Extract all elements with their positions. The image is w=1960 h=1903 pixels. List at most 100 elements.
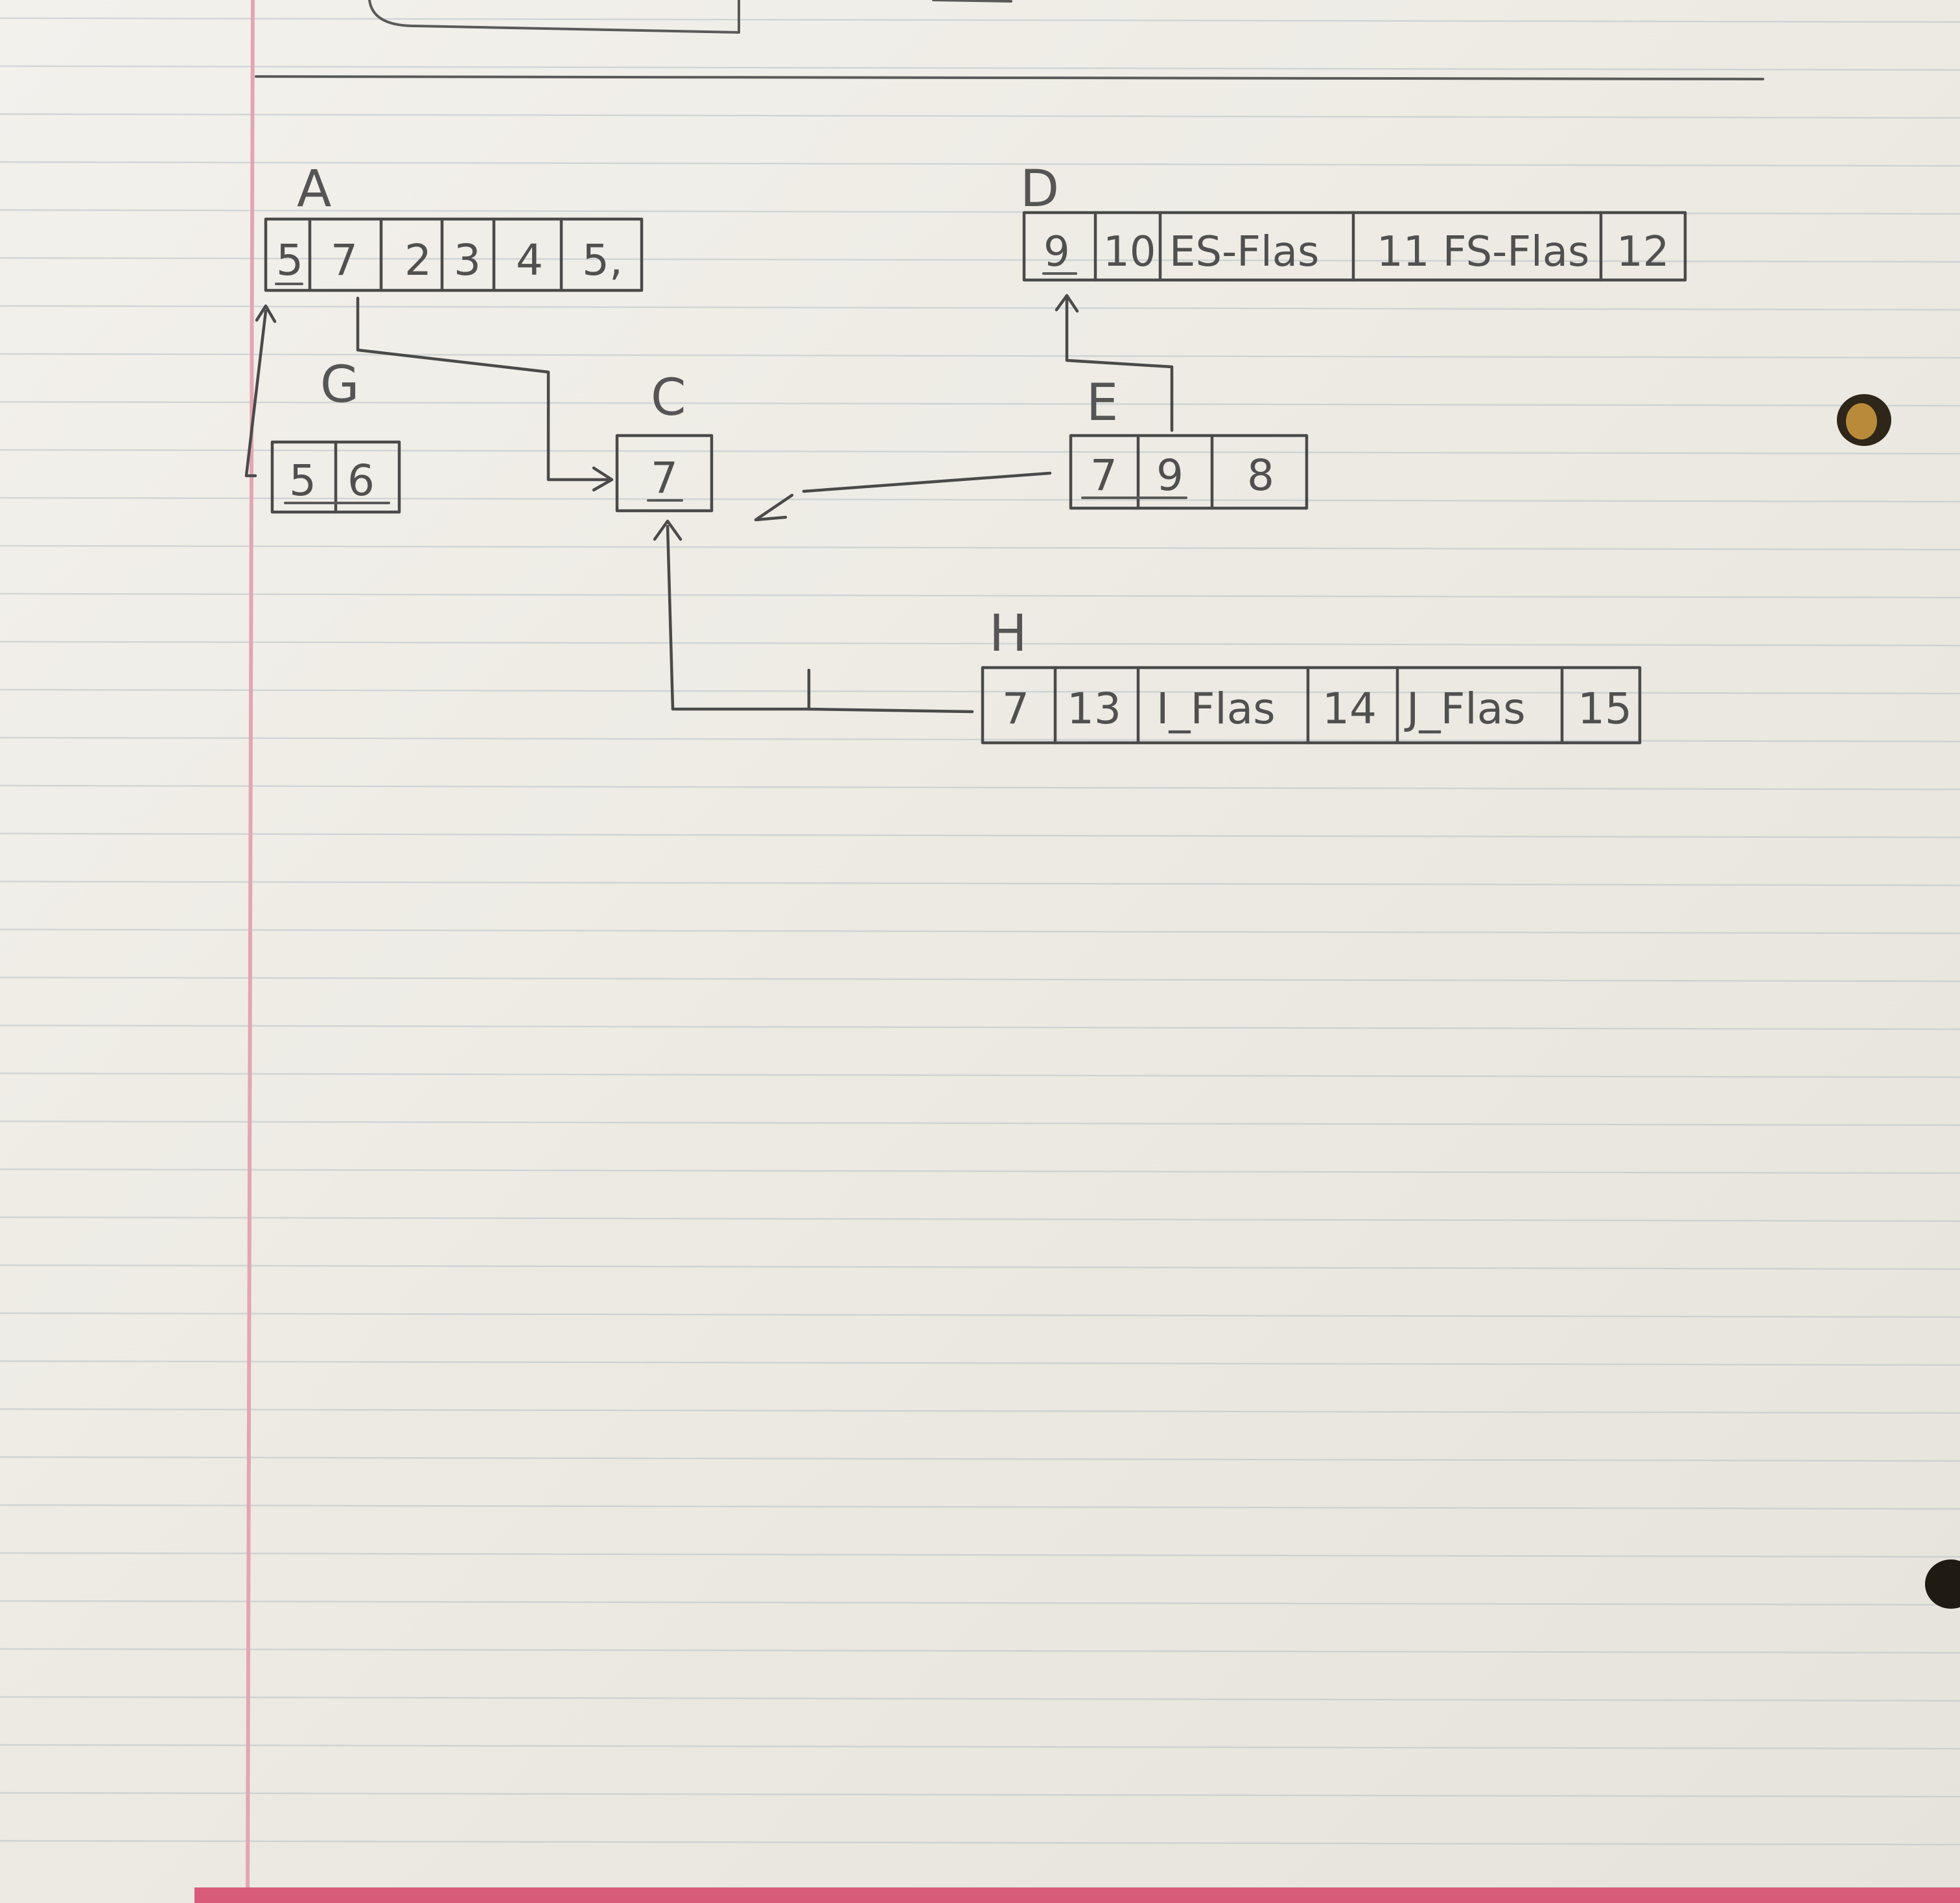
rule-line <box>0 1264 1960 1270</box>
partial-drawing <box>368 0 740 34</box>
bottom-edge <box>194 1887 1960 1903</box>
arrowhead <box>754 493 794 522</box>
rule-line <box>0 1312 1960 1318</box>
edge-H-to-C <box>653 519 974 714</box>
cell-text: 5, <box>582 235 623 285</box>
rule-line <box>0 353 1960 359</box>
rule-line <box>0 1408 1960 1414</box>
edge-line <box>356 296 611 482</box>
rule-line <box>0 1216 1960 1222</box>
rule-line <box>0 17 1960 23</box>
rule-line <box>0 1456 1960 1462</box>
cell-text: 7 <box>1002 684 1029 734</box>
cell-text: 6 <box>347 456 375 506</box>
cell-text: 14 <box>1322 684 1377 734</box>
rule-line <box>0 401 1960 407</box>
rule-line <box>0 736 1960 743</box>
node-box <box>1069 434 1309 510</box>
edge-line <box>1065 298 1174 432</box>
cell-text: 9 <box>1156 450 1184 500</box>
cell-text: 2 <box>404 235 432 285</box>
binder-hole <box>1925 1559 1960 1609</box>
edge-E-to-C <box>754 471 1052 522</box>
cell-text: 9 <box>1044 228 1070 276</box>
rule-line <box>0 449 1960 455</box>
node-D: D 9 10 ES-Flas 11 FS-Flas 12 <box>1020 160 1687 282</box>
arrowhead <box>1055 294 1079 313</box>
edge-line <box>666 524 811 711</box>
rule-line <box>0 305 1960 311</box>
node-A: A 5 7 2 3 4 5, <box>264 160 644 292</box>
node-box <box>264 217 644 292</box>
arrowhead <box>653 519 682 541</box>
rule-line <box>0 976 1960 983</box>
node-label: D <box>1020 160 1059 218</box>
node-label: H <box>989 605 1027 663</box>
node-E: E 7 9 8 <box>1069 374 1309 510</box>
rule-line <box>0 1360 1960 1366</box>
cell-text: 3 <box>454 235 481 285</box>
node-label: E <box>1086 374 1118 432</box>
rule-line <box>0 1120 1960 1127</box>
rule-line <box>0 640 1960 647</box>
binder-hole-inner <box>1846 403 1877 439</box>
rule-line <box>0 496 1960 503</box>
arrowhead <box>592 466 614 492</box>
cell-text: 12 <box>1616 228 1669 276</box>
edge-G-to-A <box>244 304 277 478</box>
partial-drawing <box>932 0 1012 3</box>
rule-line <box>0 1168 1960 1174</box>
cell-text: 10 <box>1103 228 1156 276</box>
cell-text: 4 <box>516 235 543 285</box>
node-label: G <box>320 356 359 414</box>
node-label: A <box>297 160 331 218</box>
rule-line <box>0 1648 1960 1654</box>
cell-text: 15 <box>1578 684 1632 734</box>
rule-line <box>0 544 1960 551</box>
arrowhead <box>255 304 277 323</box>
node-box <box>615 434 714 513</box>
rule-line <box>0 1552 1960 1558</box>
cell-text: 5 <box>276 235 303 285</box>
rule-line <box>0 1024 1960 1031</box>
rule-line <box>0 784 1960 791</box>
rule-line <box>0 1792 1960 1798</box>
edge-line <box>802 471 1052 493</box>
rule-line <box>0 1072 1960 1079</box>
rule-line <box>0 1504 1960 1510</box>
rule-line <box>0 257 1960 263</box>
edge-E-to-D <box>1055 294 1174 432</box>
cell-text: 13 <box>1067 684 1121 734</box>
cell-text: 7 <box>331 235 358 285</box>
edge-line <box>244 309 268 478</box>
ruled-lines <box>0 17 1960 1846</box>
cell-text: 11 FS-Flas <box>1377 228 1589 276</box>
node-G: G 5 6 <box>270 356 401 514</box>
cell-text: I_Flas <box>1156 684 1276 734</box>
rule-line <box>0 113 1960 119</box>
cell-text: 7 <box>1090 450 1117 500</box>
section-divider <box>255 75 1764 80</box>
rule-line <box>0 1600 1960 1606</box>
cell-text: 8 <box>1247 450 1274 500</box>
rule-line <box>0 1744 1960 1750</box>
edge-A-to-C <box>356 296 614 492</box>
rule-line <box>0 161 1960 167</box>
rule-line <box>0 1839 1960 1846</box>
node-C: C 7 <box>615 369 714 513</box>
rule-line <box>0 592 1960 599</box>
cell-text: 5 <box>289 456 316 506</box>
node-H: H 7 13 I_Flas 14 J_Flas 15 <box>981 605 1642 745</box>
rule-line <box>0 832 1960 839</box>
node-label: C <box>651 369 686 427</box>
rule-line <box>0 1696 1960 1702</box>
cell-text: J_Flas <box>1404 684 1526 734</box>
rule-line <box>0 65 1960 71</box>
rule-line <box>0 928 1960 935</box>
cell-text: ES-Flas <box>1169 228 1319 276</box>
margin-line <box>246 0 255 1903</box>
rule-line <box>0 880 1960 887</box>
node-box <box>981 666 1642 745</box>
